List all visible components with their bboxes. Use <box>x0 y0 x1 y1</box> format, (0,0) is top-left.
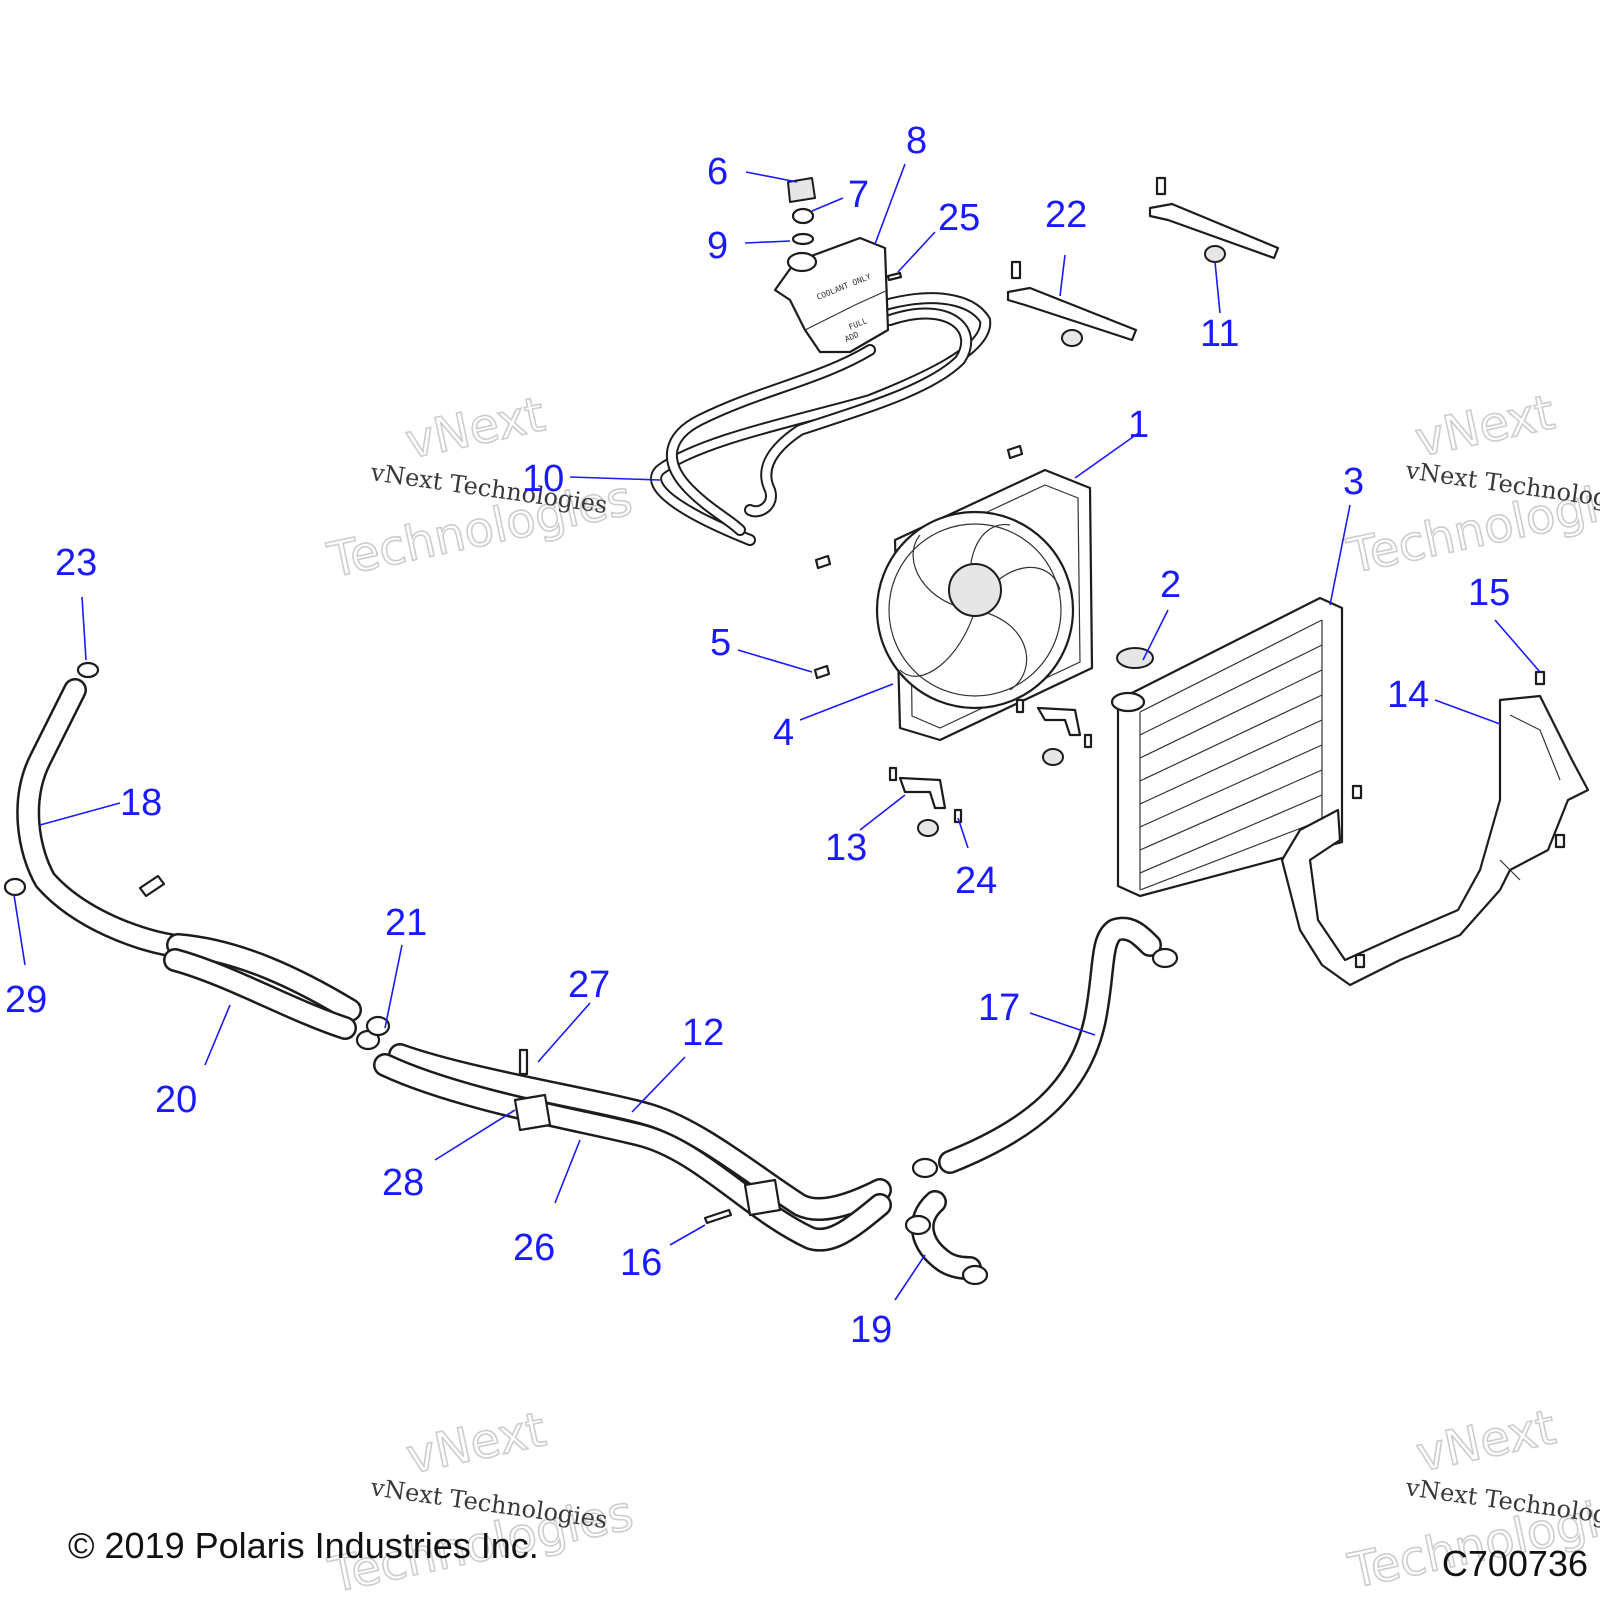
callout-1: 1 <box>1128 404 1149 446</box>
fan-shroud-assembly <box>813 444 1094 742</box>
callout-28: 28 <box>382 1162 424 1204</box>
callout-19: 19 <box>850 1309 892 1351</box>
callout-8: 8 <box>906 120 927 162</box>
reservoir-cap <box>787 177 816 203</box>
radiator-filler-neck <box>1110 691 1146 713</box>
shroud-nut-3 <box>1006 444 1024 460</box>
fitting-left <box>138 874 166 898</box>
hose-17 <box>938 916 1162 1174</box>
clamp-23 <box>76 661 100 679</box>
callout-3: 3 <box>1343 461 1364 503</box>
clamp-17-bottom <box>911 1157 939 1179</box>
callout-17: 17 <box>978 987 1020 1029</box>
coolant-hoses <box>16 678 1162 1280</box>
radiator-bolt <box>1351 784 1363 800</box>
callout-14: 14 <box>1387 674 1429 716</box>
reservoir-neck <box>786 251 818 273</box>
callout-22: 22 <box>1045 194 1087 236</box>
callout-27: 27 <box>568 964 610 1006</box>
bracket-22 <box>1006 286 1138 342</box>
watermark-big-bottom1-line1: vNext <box>402 1401 551 1485</box>
copyright-text: © 2019 Polaris Industries Inc. <box>68 1525 539 1566</box>
figure-code: C700736 <box>1442 1543 1588 1584</box>
callout-labels: 1 2 3 4 5 6 7 8 9 10 11 12 13 14 15 16 1… <box>5 120 1510 1351</box>
cap-seal <box>791 207 815 225</box>
callout-23: 23 <box>55 542 97 584</box>
radiator-cap <box>1116 647 1154 669</box>
clamp-19-bottom <box>961 1264 989 1286</box>
mount-brackets <box>1006 176 1280 347</box>
callout-leaders <box>13 163 1541 1301</box>
clamp-19-top <box>904 1214 932 1236</box>
bracket-13 <box>898 776 947 810</box>
watermark-big-top2-line1: vNext <box>1411 384 1560 468</box>
radiator-fins <box>1139 619 1323 891</box>
callout-2: 2 <box>1160 564 1181 606</box>
radiator-assembly <box>1110 596 1363 898</box>
callout-5: 5 <box>710 622 731 664</box>
coolant-reservoir-assembly: COOLANT ONLY FULL ADD <box>650 177 992 546</box>
screw-24 <box>953 808 963 824</box>
duct-screw-3 <box>1354 953 1366 969</box>
lower-brackets <box>888 698 1093 837</box>
hose-clip-28 <box>513 1093 552 1132</box>
callout-25: 25 <box>938 197 980 239</box>
callout-26: 26 <box>513 1227 555 1269</box>
clamp-17-top <box>1151 947 1179 969</box>
bracket-11 <box>1148 202 1280 260</box>
screw-27 <box>518 1048 529 1076</box>
callout-29: 29 <box>5 979 47 1021</box>
grommet-upper-right <box>1042 748 1064 766</box>
bracket-bolt-2 <box>1155 176 1167 196</box>
clamp-21b <box>365 1015 391 1037</box>
screw-extra-3 <box>1083 733 1093 749</box>
duct-screw-15 <box>1534 670 1546 686</box>
fan-hub <box>948 563 1002 617</box>
radiator-core <box>1116 596 1344 898</box>
callout-9: 9 <box>707 225 728 267</box>
bracket-upper-right <box>1036 706 1082 737</box>
callout-20: 20 <box>155 1079 197 1121</box>
callout-7: 7 <box>848 174 869 216</box>
callout-13: 13 <box>825 827 867 869</box>
duct-screw-2 <box>1554 833 1566 849</box>
callout-18: 18 <box>120 782 162 824</box>
callout-12: 12 <box>682 1012 724 1054</box>
callout-10: 10 <box>522 458 564 500</box>
callout-6: 6 <box>707 151 728 193</box>
screw-16a <box>703 1208 733 1225</box>
grommet-22 <box>1061 329 1083 347</box>
screw-extra-1 <box>888 766 898 782</box>
callout-16: 16 <box>620 1242 662 1284</box>
hose-clip-16 <box>743 1178 782 1217</box>
air-duct-assembly <box>1280 670 1590 987</box>
callout-11: 11 <box>1200 313 1239 355</box>
o-ring <box>791 232 815 246</box>
callout-21: 21 <box>385 902 427 944</box>
reservoir-screw <box>886 271 903 282</box>
watermark-big-bottom2-line1: vNext <box>1412 1399 1561 1483</box>
shroud-nut-1 <box>814 554 832 570</box>
screw-extra-2 <box>1015 698 1025 714</box>
grommet-13 <box>917 819 939 837</box>
air-duct <box>1280 694 1590 987</box>
callout-24: 24 <box>955 860 997 902</box>
bracket-bolt-1 <box>1010 260 1022 280</box>
grommet-11 <box>1204 245 1226 263</box>
hose-clamps <box>3 661 1179 1286</box>
callout-4: 4 <box>773 712 794 754</box>
shroud-nut-2 <box>813 664 831 680</box>
callout-15: 15 <box>1468 572 1510 614</box>
clamp-29 <box>3 877 27 897</box>
